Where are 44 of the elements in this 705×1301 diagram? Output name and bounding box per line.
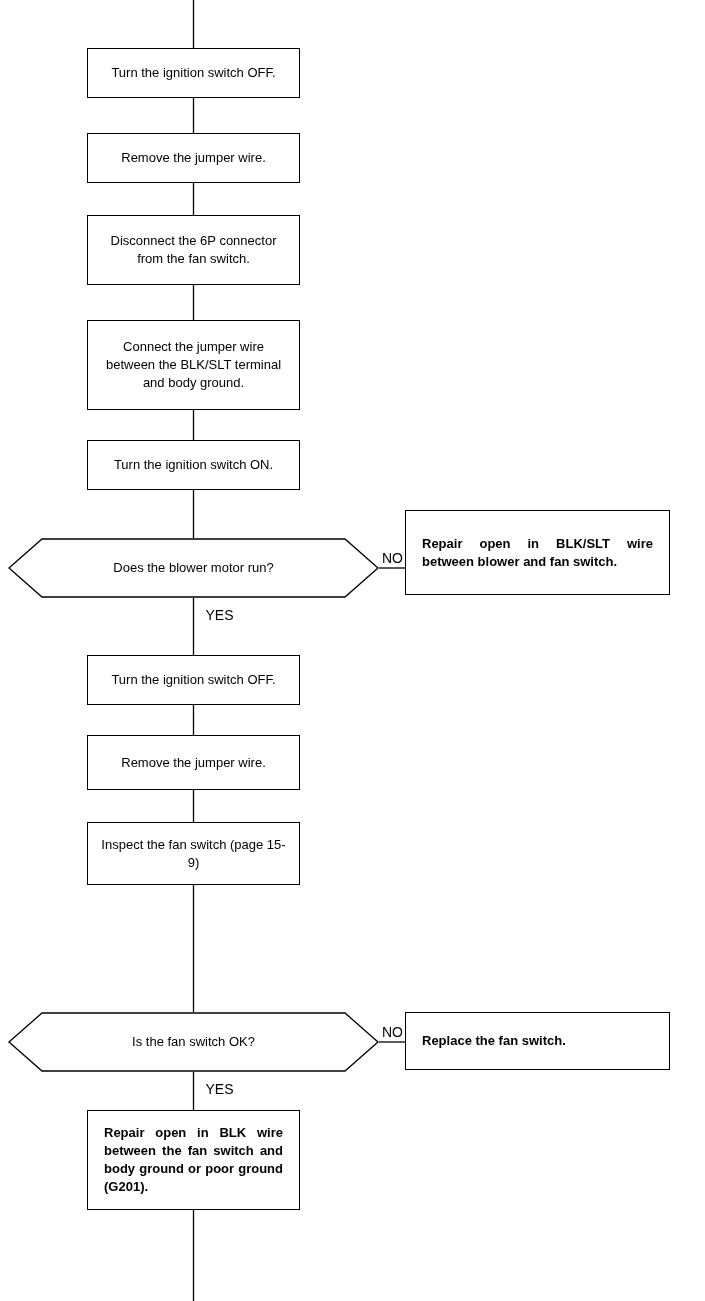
node-text: Turn the ignition switch ON. (112, 456, 275, 474)
connector-line (192, 97, 195, 134)
node-text: Turn the ignition switch OFF. (110, 64, 277, 82)
connector-line (192, 704, 195, 736)
node-text: Disconnect the 6P connector from the fan switch. (109, 232, 278, 268)
connector-line (192, 1071, 195, 1111)
result-box (405, 1012, 670, 1070)
node-text: Repair open in BLK/SLT wire between blower and fan switch. (422, 534, 653, 571)
node-text: Replace the fan switch. (422, 1032, 567, 1050)
node-text: Remove the jumper wire. (120, 149, 267, 167)
process-box (87, 735, 300, 790)
process-box (87, 440, 300, 490)
node-text: Inspect the fan switch (page 15-9) (100, 835, 287, 872)
process-box (87, 215, 300, 285)
node-text: Turn the ignition switch OFF. (110, 671, 277, 689)
process-box (87, 655, 300, 705)
node-text: Is the fan switch OK? (132, 1033, 255, 1052)
connector-line (378, 567, 406, 569)
connector-line (192, 489, 195, 539)
node-text: Connect the jumper wire between the BLK/SLT terminal and body ground. (104, 338, 283, 392)
edge-label: NO (380, 1025, 405, 1039)
connector-line (378, 1041, 406, 1043)
decision-hexagon (8, 538, 379, 598)
process-box (87, 320, 300, 410)
result-box (87, 1110, 300, 1210)
process-box (87, 822, 300, 885)
connector-line (192, 284, 195, 321)
connector-line (192, 182, 195, 216)
connector-line (192, 409, 195, 441)
decision-hexagon (8, 1012, 379, 1072)
connector-line (192, 789, 195, 823)
connector-line (192, 0, 195, 49)
connector-line (192, 597, 195, 656)
edge-label: NO (380, 551, 405, 565)
process-box (87, 48, 300, 98)
node-text: Repair open in BLK wire between the fan switch and body ground or poor ground (G201). (104, 1124, 283, 1196)
edge-label: YES (203, 608, 236, 622)
connector-line (192, 884, 195, 1013)
node-text: Does the blower motor run? (113, 559, 274, 578)
result-box (405, 510, 670, 595)
edge-label: YES (203, 1082, 236, 1096)
node-text: Remove the jumper wire. (120, 753, 267, 772)
connector-line (192, 1209, 195, 1301)
process-box (87, 133, 300, 183)
